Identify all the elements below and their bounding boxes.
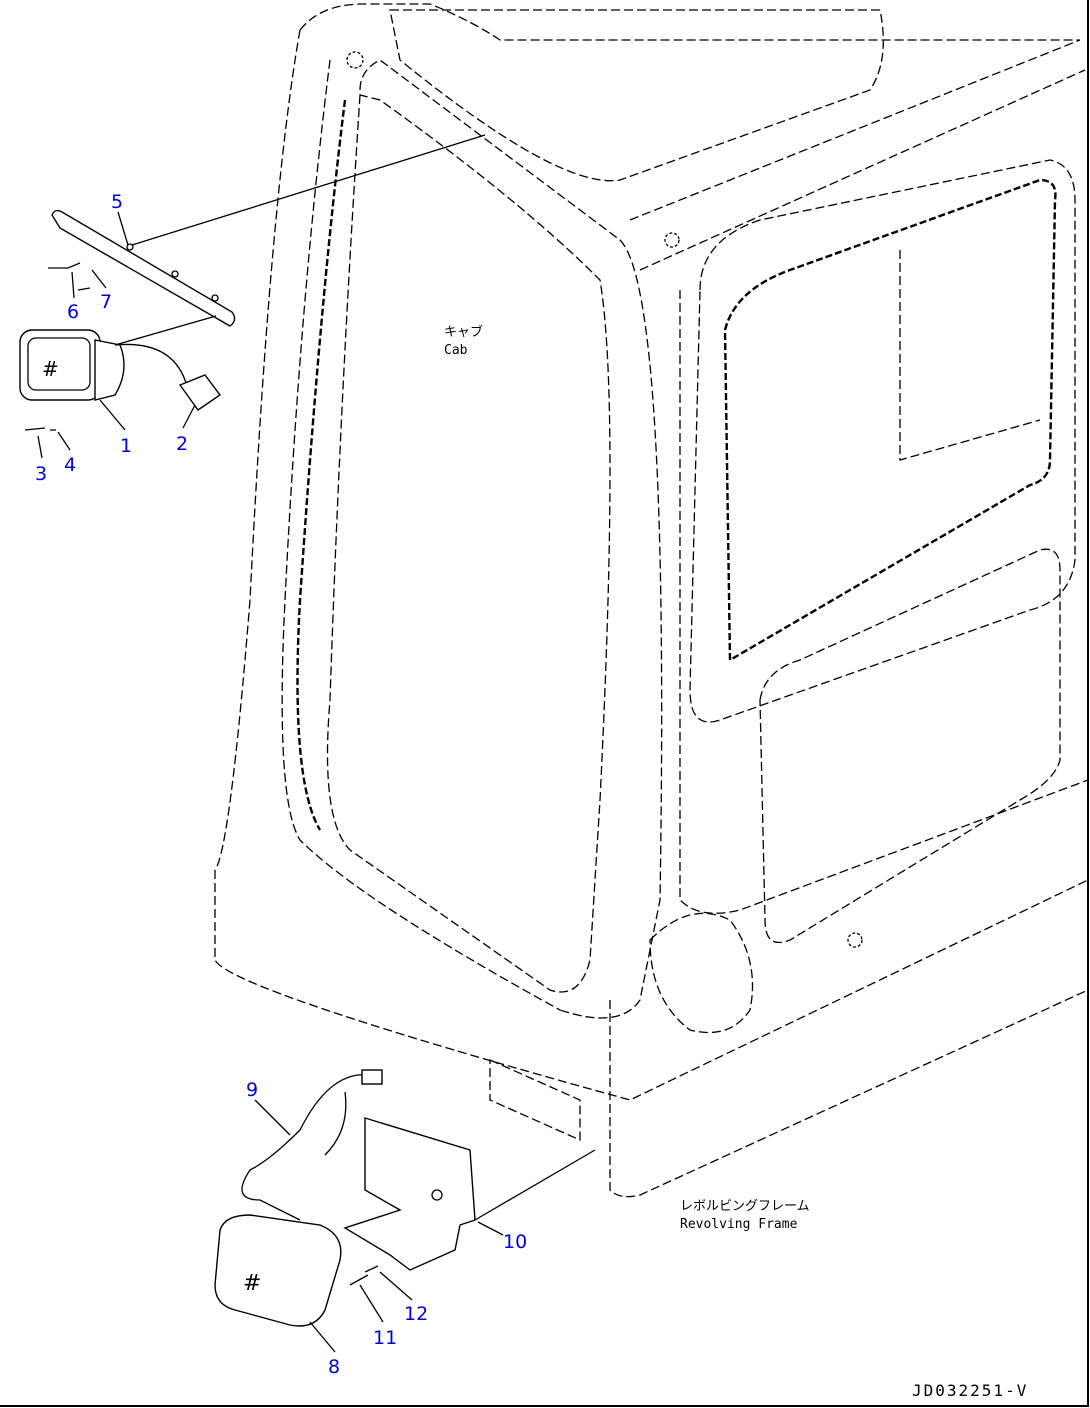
cab-outline	[214, 3, 1089, 1198]
drawing-code: JD032251-V	[912, 1381, 1028, 1400]
callout-4: 4	[64, 454, 76, 476]
bracket	[51, 209, 236, 327]
upper-lamp-assembly: #	[19, 134, 486, 431]
callout-9: 9	[246, 1079, 258, 1101]
svg-text:#: #	[243, 1271, 261, 1296]
callout-3: 3	[35, 463, 47, 485]
svg-text:#: #	[42, 357, 59, 381]
callout-10: 10	[503, 1231, 527, 1253]
callout-5: 5	[111, 191, 123, 213]
callout-leaders	[37, 211, 504, 1353]
lower-bracket	[343, 1117, 476, 1271]
callout-6: 6	[67, 301, 79, 323]
lower-work-lamp	[214, 1214, 342, 1327]
callout-2: 2	[176, 433, 188, 455]
callout-1: 1	[120, 435, 132, 457]
callout-8: 8	[328, 1356, 340, 1378]
cab-label-en: Cab	[444, 343, 468, 358]
callout-11: 11	[373, 1327, 397, 1349]
lower-lamp-assembly: #	[214, 1069, 596, 1327]
connector	[178, 374, 221, 411]
callout-7: 7	[100, 291, 112, 313]
frame-label-en: Revolving Frame	[680, 1217, 798, 1232]
cab-label-jp: キャブ	[444, 324, 483, 340]
callout-12: 12	[404, 1303, 428, 1325]
frame-label-jp: レボルビングフレーム	[680, 1199, 810, 1214]
